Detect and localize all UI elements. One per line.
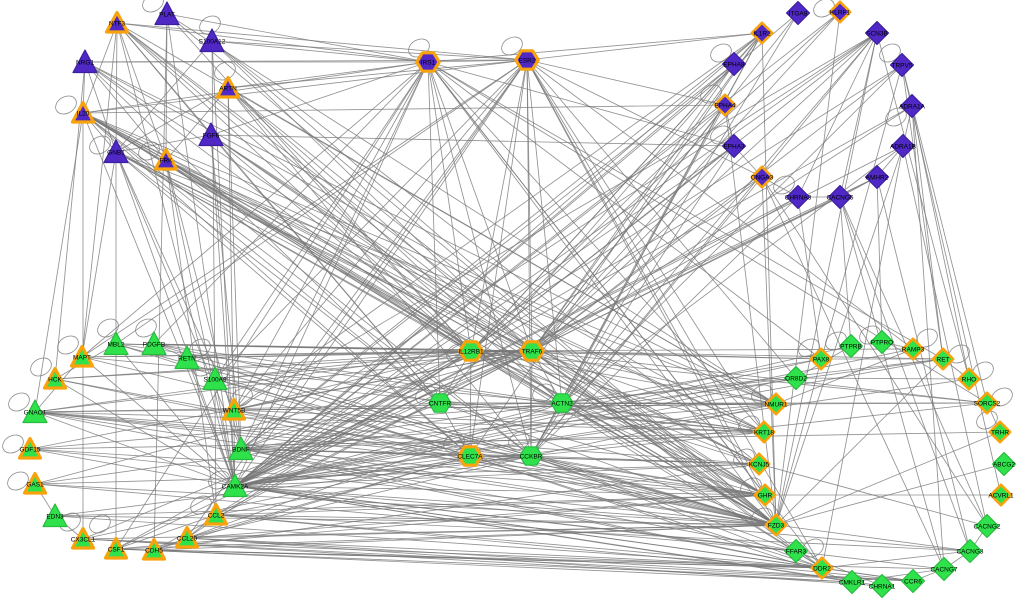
svg-text:ADRA1A: ADRA1A <box>899 103 926 110</box>
svg-text:FZD3: FZD3 <box>768 522 785 529</box>
svg-text:IL20: IL20 <box>77 110 90 117</box>
svg-text:CCKBR: CCKBR <box>520 453 543 460</box>
svg-text:NMUR1: NMUR1 <box>764 401 787 408</box>
svg-text:RHO: RHO <box>962 376 976 383</box>
svg-text:CNGA3: CNGA3 <box>751 174 774 181</box>
svg-text:CAMK2A: CAMK2A <box>222 483 249 490</box>
svg-text:SCN3B: SCN3B <box>866 30 888 37</box>
svg-text:OR8D2: OR8D2 <box>785 375 807 382</box>
svg-text:ACTN2: ACTN2 <box>551 400 573 407</box>
svg-text:ADRA1B: ADRA1B <box>890 143 916 150</box>
svg-text:ARTN: ARTN <box>219 85 237 92</box>
svg-text:CLEC7A: CLEC7A <box>457 453 483 460</box>
svg-text:PAX8: PAX8 <box>813 356 830 363</box>
svg-text:CCL20: CCL20 <box>177 535 198 542</box>
svg-text:ITGA8: ITGA8 <box>789 10 808 17</box>
svg-text:KLRF1: KLRF1 <box>830 9 851 16</box>
svg-text:MBL2: MBL2 <box>108 341 125 348</box>
svg-text:ESR2: ESR2 <box>519 57 536 64</box>
svg-text:EPHA8: EPHA8 <box>723 61 745 68</box>
svg-text:ACVRL1: ACVRL1 <box>988 492 1014 499</box>
svg-text:EPHA3: EPHA3 <box>723 143 745 150</box>
svg-text:CACNG2: CACNG2 <box>973 523 1000 530</box>
svg-text:CACNG5: CACNG5 <box>826 194 853 201</box>
svg-text:CCR6: CCR6 <box>904 578 922 585</box>
svg-text:FRK: FRK <box>160 157 174 164</box>
svg-text:NTF3: NTF3 <box>109 20 126 27</box>
svg-text:SORCS2: SORCS2 <box>974 400 1001 407</box>
svg-text:ABCG2: ABCG2 <box>993 461 1015 468</box>
svg-text:CACNG7: CACNG7 <box>930 566 957 573</box>
svg-text:TRHR: TRHR <box>991 429 1009 436</box>
svg-text:PDGFB: PDGFB <box>143 341 165 348</box>
svg-text:RET: RET <box>937 356 950 363</box>
svg-text:GNB1: GNB1 <box>107 149 125 156</box>
svg-text:IL1R2: IL1R2 <box>753 30 771 37</box>
svg-text:BDNF: BDNF <box>232 446 250 453</box>
svg-text:EPHA4: EPHA4 <box>714 102 736 109</box>
svg-text:CSF1: CSF1 <box>108 546 125 553</box>
svg-text:FFAR3: FFAR3 <box>786 548 807 555</box>
svg-text:TRPV5: TRPV5 <box>892 62 913 69</box>
svg-text:S100A12: S100A12 <box>199 38 226 45</box>
svg-text:PTPRO: PTPRO <box>871 339 893 346</box>
svg-text:GAS1: GAS1 <box>26 481 44 488</box>
svg-text:S100A9: S100A9 <box>203 376 227 383</box>
svg-text:NRG1: NRG1 <box>76 59 94 66</box>
svg-text:GDF15: GDF15 <box>20 446 41 453</box>
svg-text:PTPRB: PTPRB <box>840 343 862 350</box>
svg-text:IRS1: IRS1 <box>421 59 436 66</box>
svg-text:AMHR2: AMHR2 <box>866 174 889 181</box>
svg-text:CHRNA3: CHRNA3 <box>785 194 812 201</box>
svg-text:TRAF6: TRAF6 <box>522 348 543 355</box>
svg-text:KRT18: KRT18 <box>754 429 774 436</box>
svg-text:CACNG3: CACNG3 <box>956 548 983 555</box>
svg-text:FGF6: FGF6 <box>203 132 220 139</box>
svg-text:CNTFR: CNTFR <box>429 400 451 407</box>
svg-text:CX3CL1: CX3CL1 <box>71 536 96 543</box>
svg-text:CCL2: CCL2 <box>208 512 225 519</box>
svg-text:GNAO1: GNAO1 <box>24 409 47 416</box>
svg-text:CMKLR1: CMKLR1 <box>839 579 866 586</box>
svg-text:HCK: HCK <box>48 376 62 383</box>
svg-text:CHRNA1: CHRNA1 <box>869 583 896 590</box>
svg-text:WNT5B: WNT5B <box>223 407 246 414</box>
svg-text:GHR: GHR <box>758 492 773 499</box>
svg-text:RAMP3: RAMP3 <box>902 346 925 353</box>
svg-text:KCNJ5: KCNJ5 <box>749 461 770 468</box>
svg-text:RETN: RETN <box>178 355 196 362</box>
svg-text:IL12RB1: IL12RB1 <box>458 348 484 355</box>
svg-text:DDR2: DDR2 <box>813 565 831 572</box>
svg-text:MAPT: MAPT <box>73 354 91 361</box>
svg-text:EDN3: EDN3 <box>46 513 64 520</box>
svg-text:PLAT: PLAT <box>159 11 175 18</box>
svg-text:CDH5: CDH5 <box>145 547 163 554</box>
